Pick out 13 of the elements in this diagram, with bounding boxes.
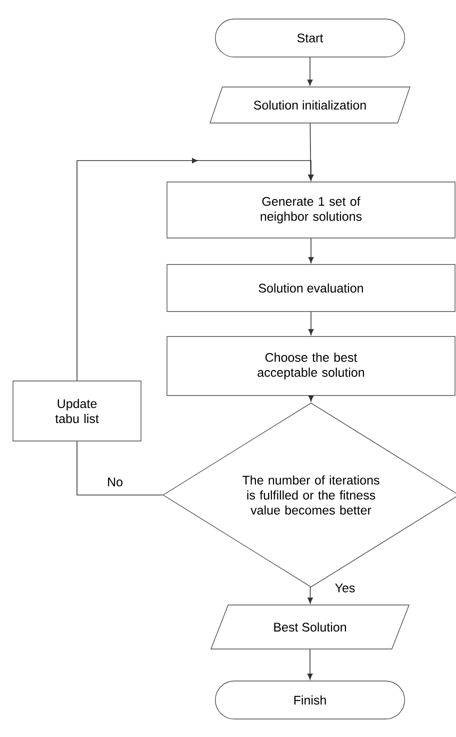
process-box: Choose the best acceptable solution	[166, 336, 456, 396]
process-box: Generate 1 set of neighbor solutions	[166, 182, 456, 238]
arrow	[308, 586, 313, 604]
input-parallelogram: Solution initialization	[210, 86, 410, 124]
arrow	[307, 648, 313, 680]
process-box: Update tabu list	[12, 380, 142, 442]
arrow	[308, 395, 314, 402]
arrow	[308, 238, 314, 264]
arrow	[308, 311, 314, 336]
arrow	[76, 158, 314, 382]
arrow	[307, 56, 313, 86]
process-box: Solution evaluation	[166, 264, 456, 312]
edge-label: No	[106, 476, 124, 488]
